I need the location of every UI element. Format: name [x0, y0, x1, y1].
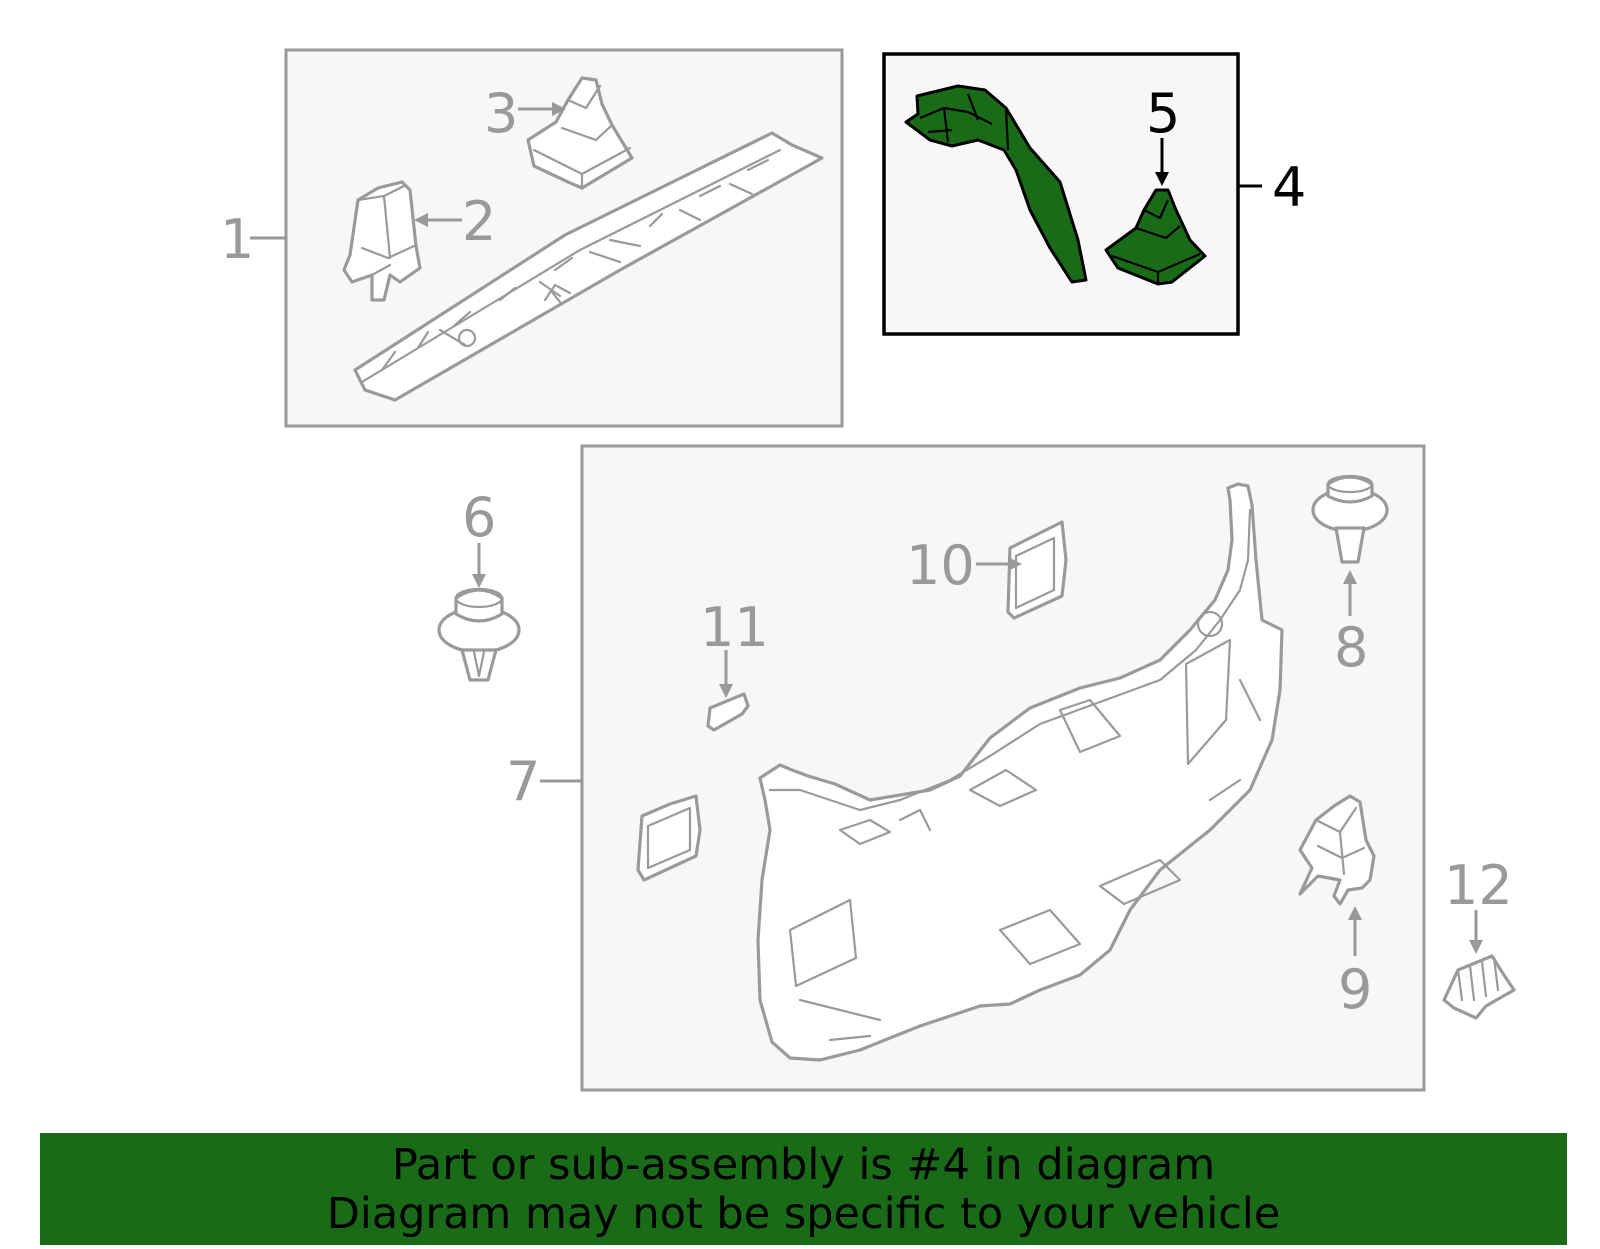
trim-panel-part-7	[756, 482, 1284, 1062]
callout-10: 10	[906, 534, 975, 597]
push-pin-part-6	[437, 587, 521, 682]
plug-part-11	[706, 692, 750, 732]
bracket-part-10	[1006, 520, 1068, 620]
sill-plate-part	[353, 131, 824, 402]
callout-8: 8	[1334, 616, 1368, 679]
callout-9: 9	[1338, 958, 1372, 1021]
callout-6: 6	[462, 486, 496, 549]
callout-5: 5	[1146, 82, 1180, 145]
stop-part-12	[1442, 954, 1516, 1020]
callout-7: 7	[506, 750, 540, 813]
highlighted-part-4	[904, 84, 1088, 284]
callout-2: 2	[462, 190, 496, 253]
clip-part-3	[526, 76, 634, 190]
callout-12: 12	[1444, 854, 1513, 917]
clip-part-2	[342, 180, 422, 302]
clip-part-9	[1298, 794, 1376, 906]
highlighted-part-5	[1104, 188, 1207, 286]
banner-line-1: Part or sub-assembly is #4 in diagram	[391, 1140, 1216, 1190]
push-pin-part-8	[1311, 474, 1389, 564]
callout-11: 11	[700, 596, 769, 659]
callout-3: 3	[484, 82, 518, 145]
callout-1: 1	[220, 208, 254, 271]
panel-insert	[636, 794, 702, 882]
info-banner: Part or sub-assembly is #4 in diagram Di…	[40, 1133, 1567, 1245]
banner-line-2: Diagram may not be specific to your vehi…	[326, 1189, 1281, 1239]
callout-4: 4	[1272, 156, 1306, 219]
